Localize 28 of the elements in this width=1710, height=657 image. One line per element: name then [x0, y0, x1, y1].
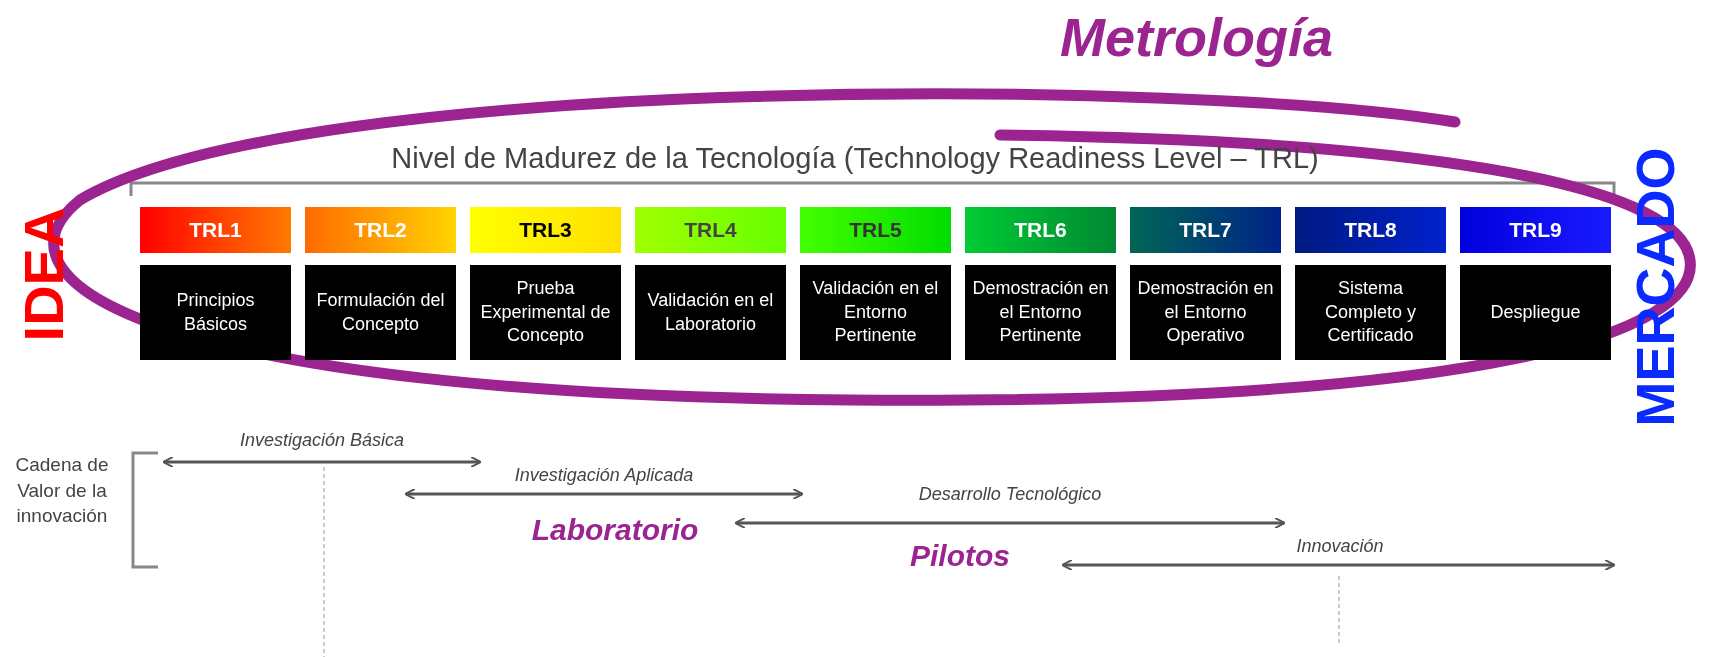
- stage-label: Laboratorio: [530, 513, 700, 547]
- level-header: TRL2: [305, 207, 456, 253]
- level-header: TRL7: [1130, 207, 1281, 253]
- description-panel: Prueba Experimental de Concepto: [470, 265, 621, 360]
- level-header: TRL4: [635, 207, 786, 253]
- range-label: Investigación Aplicada: [513, 465, 695, 486]
- description-panel: Despliegue: [1460, 265, 1611, 360]
- description-panel: Demostración en el Entorno Pertinente: [965, 265, 1116, 360]
- end-label: MERCADO: [1624, 146, 1686, 429]
- description-panel: Validación en el Entorno Pertinente: [800, 265, 951, 360]
- level-header: TRL8: [1295, 207, 1446, 253]
- range-label: Investigación Básica: [238, 430, 406, 451]
- start-label: IDEA: [10, 206, 76, 344]
- level-header: TRL5: [800, 207, 951, 253]
- description-panel: Formulación del Concepto: [305, 265, 456, 360]
- level-header: TRL1: [140, 207, 291, 253]
- description-panel: Validación en el Laboratorio: [635, 265, 786, 360]
- level-header: TRL6: [965, 207, 1116, 253]
- side-label: Cadena de Valor de la innovación: [14, 453, 110, 529]
- description-panel: Principios Básicos: [140, 265, 291, 360]
- level-header: TRL9: [1460, 207, 1611, 253]
- brand-heading: Metrología: [1060, 6, 1333, 68]
- range-label: Desarrollo Tecnológico: [917, 484, 1103, 505]
- description-panel: Demostración en el Entorno Operativo: [1130, 265, 1281, 360]
- level-header: TRL3: [470, 207, 621, 253]
- range-label: Innovación: [1295, 536, 1385, 557]
- description-panel: Sistema Completo y Certificado: [1295, 265, 1446, 360]
- stage-label: Pilotos: [909, 539, 1011, 573]
